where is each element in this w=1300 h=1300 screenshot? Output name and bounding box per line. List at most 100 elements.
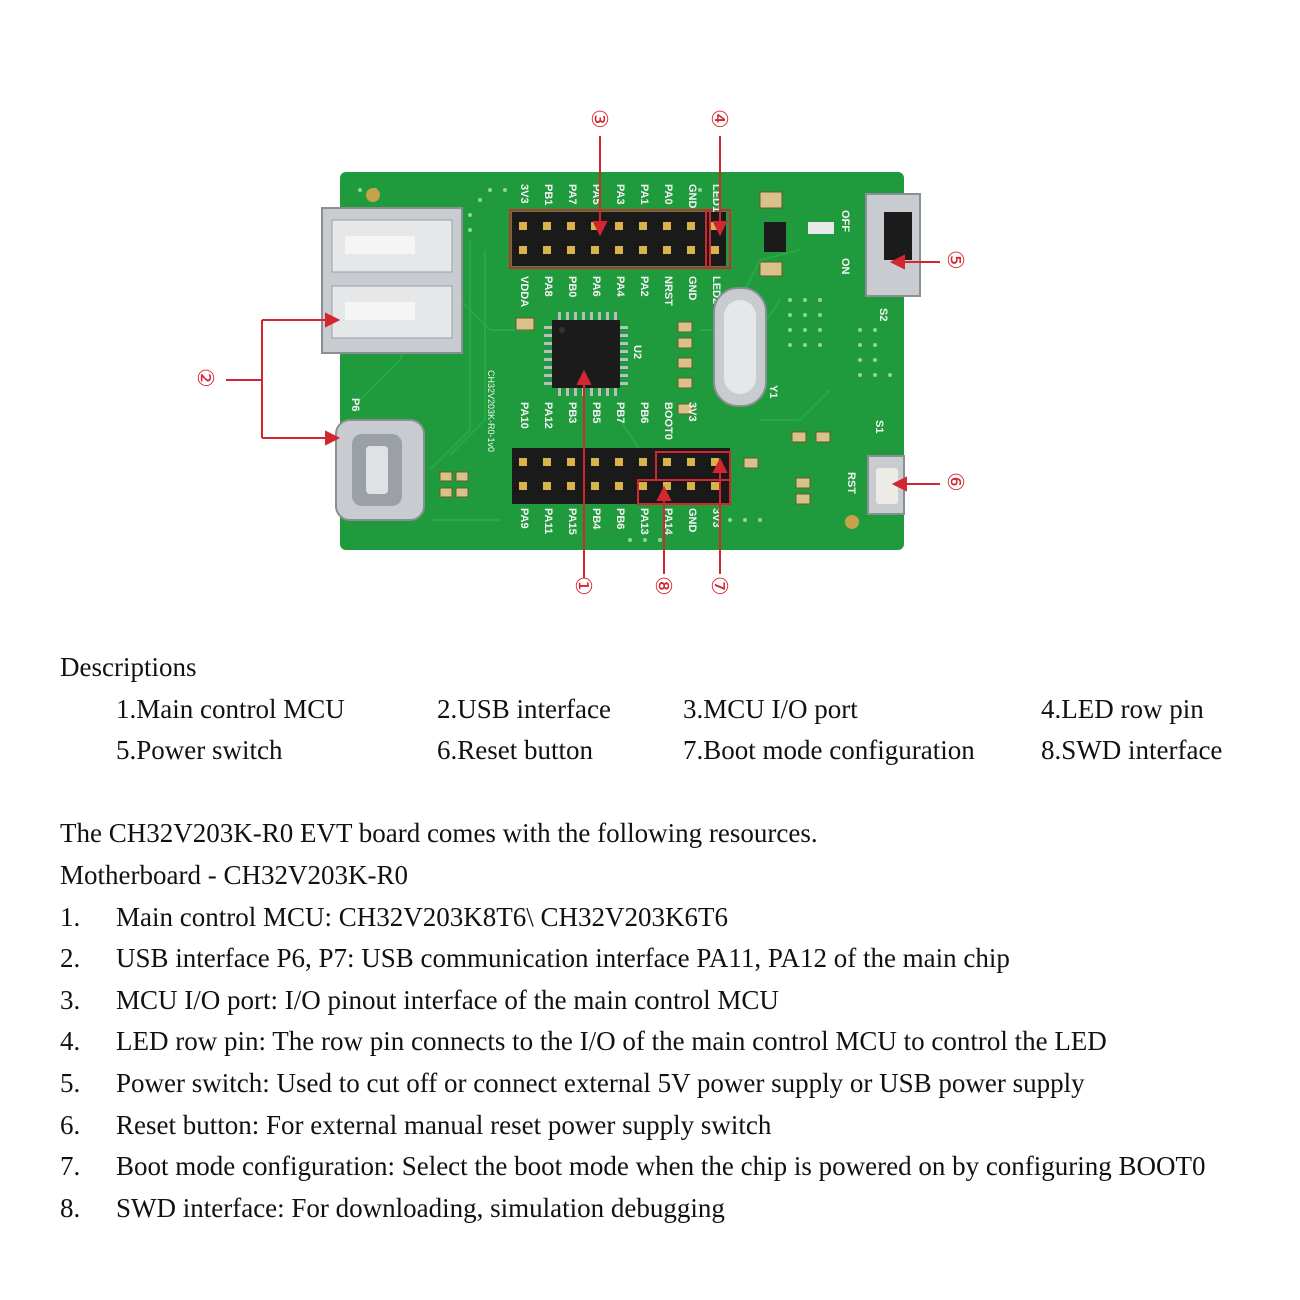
pcb-vias <box>358 188 892 542</box>
mcu-lead <box>590 388 593 396</box>
header-pin <box>591 458 599 466</box>
top-pin-label: PA0 <box>662 184 674 205</box>
switch-label-off: OFF <box>839 210 851 232</box>
top-pin-label: PB0 <box>566 276 578 297</box>
top-pin-label: 3V3 <box>518 184 530 204</box>
bottom-pin-label: BOOT0 <box>662 402 674 440</box>
top-pin-label: PA6 <box>590 276 602 297</box>
header-pin <box>663 482 671 490</box>
mcu-lead <box>558 312 561 320</box>
top-pin-label: GND <box>686 184 698 209</box>
header-pin <box>663 222 671 230</box>
intro-line-2: Motherboard - CH32V203K-R0 <box>60 860 408 890</box>
bottom-pin-label: PA13 <box>638 508 650 535</box>
mcu-lead <box>606 388 609 396</box>
mcu-lead <box>614 388 617 396</box>
bottom-header-pins <box>519 458 719 490</box>
bottom-pin-label: GND <box>686 508 698 533</box>
callout-4: ④ <box>707 109 732 129</box>
callout-7: ⑦ <box>707 576 732 596</box>
callout-5: ⑤ <box>943 250 968 270</box>
header-pin <box>615 222 623 230</box>
list-item-text: Main control MCU: CH32V203K8T6\ CH32V203… <box>116 902 728 932</box>
desc-item: 7.Boot mode configuration <box>683 735 975 765</box>
mcu-lead <box>544 342 552 345</box>
mcu-lead <box>582 312 585 320</box>
header-pin <box>567 222 575 230</box>
header-pin <box>639 482 647 490</box>
bottom-pin-header <box>512 448 730 504</box>
mcu-lead <box>544 366 552 369</box>
mcu-lead <box>606 312 609 320</box>
mcu-lead <box>544 374 552 377</box>
descriptions-row-1: 1.Main control MCU 2.USB interface 3.MCU… <box>0 694 1300 734</box>
usb-a-ref: P6 <box>349 398 361 411</box>
chip-ref: U2 <box>631 345 643 359</box>
list-item-number: 2. <box>60 943 81 973</box>
mcu-lead <box>544 358 552 361</box>
top-pin-label: PA3 <box>614 184 626 205</box>
bottom-pin-label: PA10 <box>518 402 530 429</box>
desc-item: 6.Reset button <box>437 735 593 765</box>
top-pin-label: VDDA <box>518 276 530 307</box>
descriptions-row-2: 5.Power switch 6.Reset button 7.Boot mod… <box>0 735 1300 775</box>
mcu-lead <box>574 312 577 320</box>
top-pin-header <box>512 212 726 266</box>
header-pin <box>567 246 575 254</box>
callout-6: ⑥ <box>943 472 968 492</box>
header-pin <box>591 482 599 490</box>
crystal <box>713 287 767 407</box>
header-pin <box>615 246 623 254</box>
list-item-number: 5. <box>60 1068 81 1098</box>
list-item-number: 1. <box>60 902 81 932</box>
list-item-text: Boot mode configuration: Select the boot… <box>116 1151 1206 1181</box>
usb-c-connector <box>335 419 425 521</box>
header-pin <box>519 222 527 230</box>
power-switch <box>865 193 921 297</box>
header-pin <box>543 458 551 466</box>
header-pin <box>567 458 575 466</box>
bottom-pin-label: PB6 <box>638 402 650 423</box>
mcu-lead <box>620 342 628 345</box>
header-pin <box>567 482 575 490</box>
mcu-lead <box>620 326 628 329</box>
mcu-lead <box>544 382 552 385</box>
mcu-lead <box>566 312 569 320</box>
mcu-lead <box>598 312 601 320</box>
callout-2: ② <box>193 368 218 388</box>
header-pin <box>519 458 527 466</box>
header-pin <box>639 458 647 466</box>
mcu-lead <box>544 350 552 353</box>
mcu-lead <box>558 388 561 396</box>
pcb-traces <box>359 240 831 521</box>
header-pin <box>663 458 671 466</box>
fuse-f1 <box>808 222 834 234</box>
list-item-number: 8. <box>60 1193 81 1223</box>
list-item-text: Power switch: Used to cut off or connect… <box>116 1068 1085 1098</box>
desc-item: 2.USB interface <box>437 694 611 724</box>
header-pin <box>711 458 719 466</box>
list-item-text: SWD interface: For downloading, simulati… <box>116 1193 725 1223</box>
bottom-pin-label: PA12 <box>542 402 554 429</box>
button-ref: S1 <box>873 420 885 433</box>
bottom-pin-label: 3V3 <box>686 402 698 422</box>
regulator-u1 <box>764 222 786 252</box>
desc-item: 8.SWD interface <box>1041 735 1223 765</box>
button-label: RST <box>845 472 857 494</box>
reset-button <box>867 455 905 515</box>
header-pin <box>591 246 599 254</box>
switch-label-on: ON <box>839 258 851 275</box>
mcu-lead <box>620 350 628 353</box>
desc-item: 5.Power switch <box>116 735 283 765</box>
desc-item: 3.MCU I/O port <box>683 694 858 724</box>
bottom-pin-label: PA9 <box>518 508 530 529</box>
header-pin <box>543 482 551 490</box>
header-pin <box>663 246 671 254</box>
bottom-pin-label: PB5 <box>590 402 602 423</box>
callout-3: ③ <box>587 109 612 129</box>
swd-highlight <box>637 479 731 505</box>
header-pin <box>687 246 695 254</box>
top-pin-label: PA7 <box>566 184 578 205</box>
